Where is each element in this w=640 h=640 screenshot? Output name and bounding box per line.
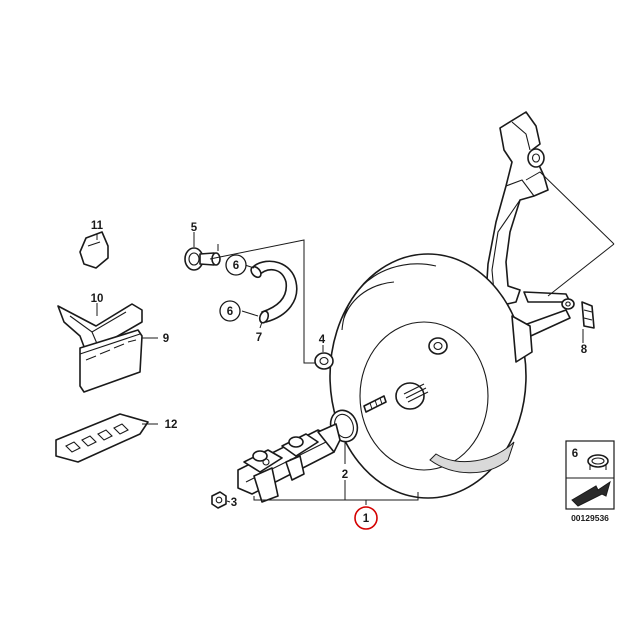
callout-3: 3 [231,497,237,509]
part-11-clip [79,231,109,269]
legend-label: 6 [572,448,578,460]
callout-1-highlight-ring [354,506,378,530]
callout-11: 11 [91,220,104,232]
callout-6a: 6 [233,260,239,272]
part-8-clip [581,301,595,329]
callout-2: 2 [342,469,348,481]
master-cylinder [237,423,341,503]
legend-box [565,440,615,510]
callout-9: 9 [163,333,169,345]
part-5-check-valve [184,247,221,271]
callout-4: 4 [319,334,326,346]
callout-labels: 1 2 3 4 5 6 6 7 8 9 10 11 12 6 00129536 [91,220,609,530]
leader-lines [96,171,615,505]
callout-10: 10 [91,293,104,305]
hose-clamp-icon [587,454,609,470]
part-9-cover [79,329,143,393]
callout-7: 7 [256,332,262,344]
part-7-vacuum-hose [250,260,298,324]
brake-booster [329,253,575,499]
callout-5: 5 [191,222,198,234]
diagram-ref-number: 00129536 [571,513,609,523]
callout-1: 1 [363,513,370,525]
part-4-grommet [314,352,334,370]
callout-6b: 6 [227,306,233,318]
callout-8: 8 [581,344,588,356]
callout-6a-ring [225,254,247,276]
arrow-icon [571,480,611,507]
callout-6b-ring [219,300,241,322]
callout-12: 12 [165,419,178,431]
part-12-cover [55,413,149,463]
part-3-nut [211,491,227,509]
brake-pedal [485,111,571,307]
